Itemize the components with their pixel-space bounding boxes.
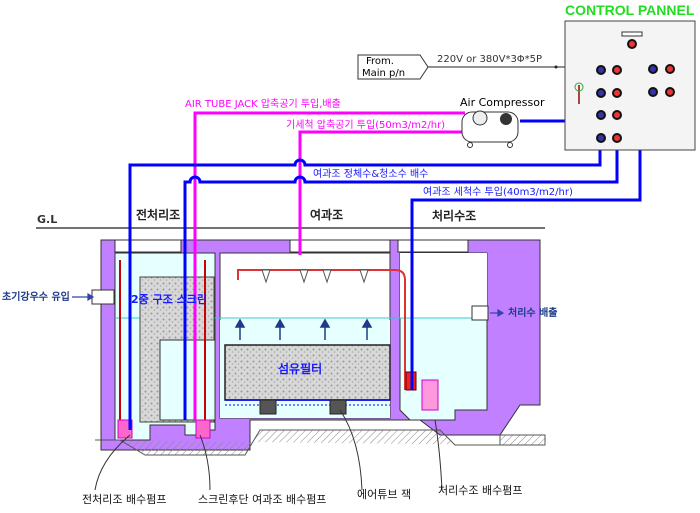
air-tube-jack [259,399,347,415]
air-wash-line-label: 기세척 압축공기 투입(50m3/m2/hr) [286,120,446,131]
compressor-label: Air Compressor [460,96,545,109]
power-source-line2: Main p/n [362,68,406,79]
drain-line-label: 여과조 정체수&청소수 배수 [313,169,429,180]
air-compressor [461,110,519,148]
inflow-label: 초기강우수 유입 [2,292,70,303]
pretreatment-pump [117,260,133,439]
filter-media-label: 섬유필터 [278,362,323,376]
water-lines [128,119,642,430]
callout-treated-pump: 처리수조 배수펌프 [438,484,523,497]
panel-switches [596,64,675,143]
air-lines [193,111,465,420]
treated-tank-label: 처리수조 [432,209,477,223]
pretreatment-tank-label: 전처리조 [136,208,181,222]
filter-tank-label: 여과조 [310,208,344,222]
power-spec: 220V or 380V*3Φ*5P [437,54,543,65]
power-feed [357,54,565,80]
callout-pretreatment-pump: 전처리조 배수펌프 [82,493,167,506]
screen-label: 2중 구조 스크린 [131,293,208,306]
control-panel [564,20,696,151]
air-tube-jack-line-label: AIR TUBE JACK 압축공기 투입,배출 [185,99,341,110]
backwash-line-label: 여과조 세척수 투입(40m3/m2/hr) [423,187,573,198]
callout-screen-drain-pump: 스크린후단 여과조 배수펌프 [198,493,327,506]
air-diffuser-pipe [237,269,406,390]
outflow-label: 처리수 배출 [508,308,558,319]
upflow-arrows [234,318,373,340]
callout-air-tube-jack: 에어튜브 잭 [357,488,412,501]
control-panel-title: CONTROL PANNEL [565,2,695,18]
screen-drain-pump [195,260,211,439]
power-source-line1: From. [366,56,394,67]
ground-level-label: G.L [37,213,58,226]
callout-leaders [94,409,443,491]
fiber-filter-media [224,344,391,401]
